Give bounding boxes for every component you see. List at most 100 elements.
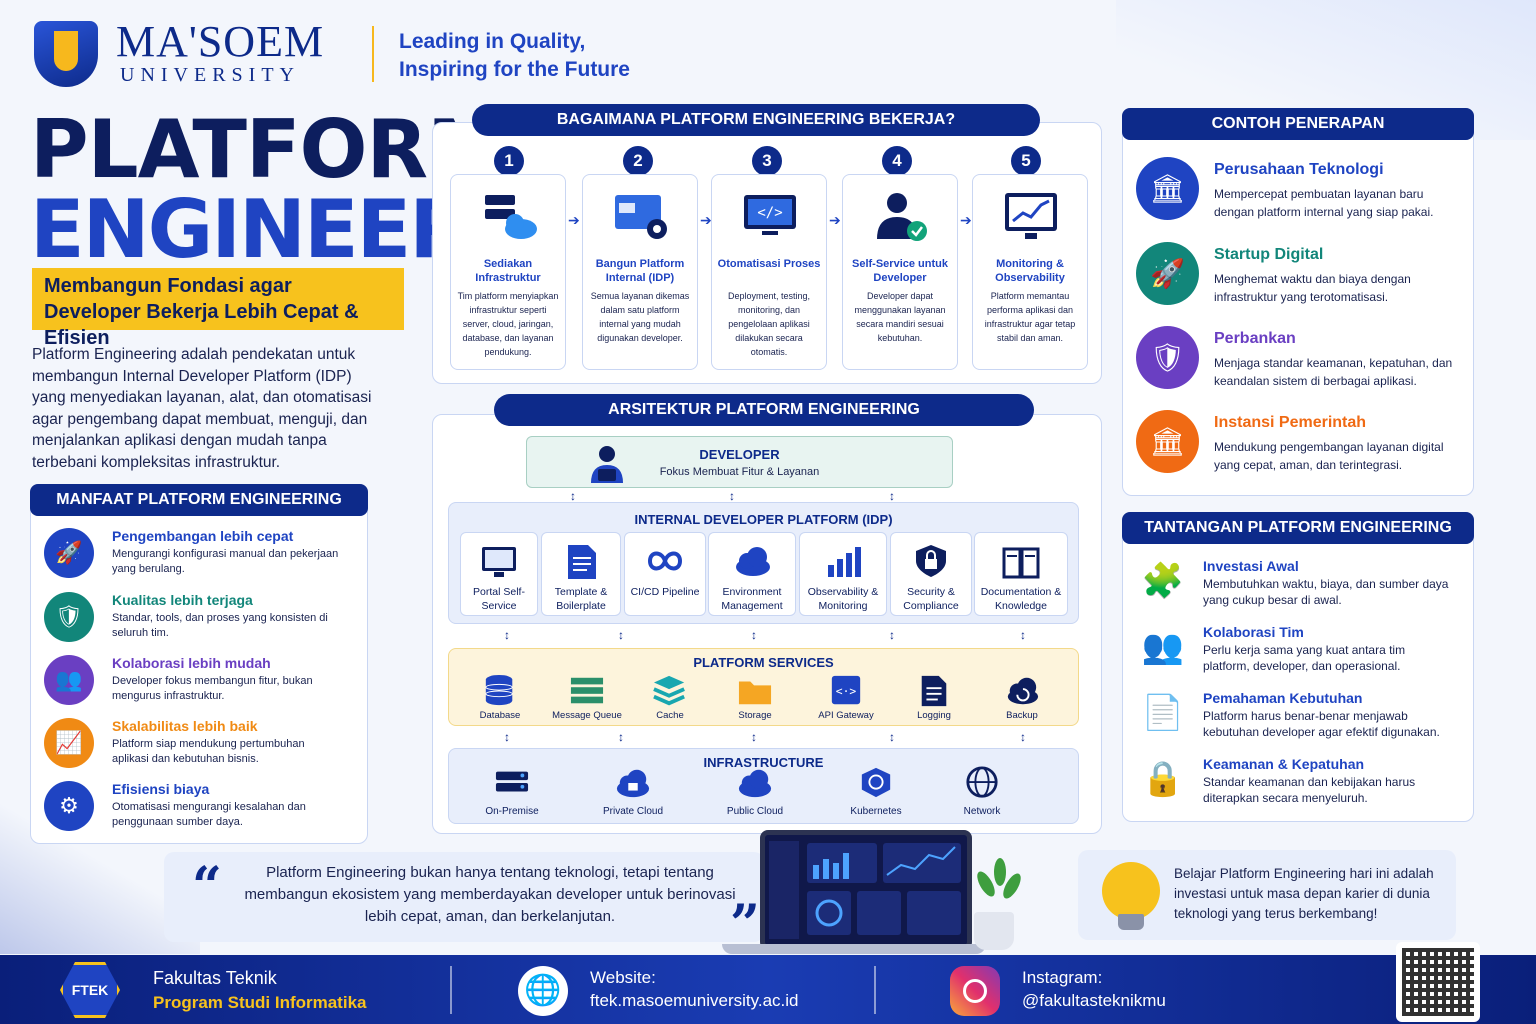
message-queue-icon — [569, 674, 605, 708]
idp-item: Environment Management — [708, 532, 796, 616]
step-desc: Developer dapat menggunakan layanan seca… — [854, 291, 946, 343]
laptop-base — [722, 944, 986, 954]
log-file-icon — [916, 674, 952, 708]
arrow-right-icon: ➔ — [700, 212, 712, 228]
infrastructure-title: INFRASTRUCTURE — [703, 755, 824, 770]
infrastructure-label: Network — [963, 806, 1001, 817]
service-item: Message Queue — [547, 674, 627, 721]
vertical-arrow-icon: ↕ — [570, 489, 576, 503]
step-1-icon — [481, 189, 537, 245]
plant-pot — [974, 912, 1014, 950]
examples-heading: CONTOH PENERAPAN — [1122, 108, 1474, 140]
arrow-right-icon: ➔ — [829, 212, 841, 228]
developer-icon — [591, 446, 623, 483]
challenge-title: Kolaborasi Tim — [1203, 624, 1304, 640]
challenge-desc: Membutuhkan waktu, biaya, dan sumber day… — [1203, 577, 1449, 607]
qr-code[interactable] — [1396, 942, 1480, 1022]
lock-icon — [912, 543, 950, 579]
layers-icon — [652, 674, 688, 708]
example-desc: Menjaga standar keamanan, kepatuhan, dan… — [1214, 356, 1453, 388]
database-icon — [482, 674, 518, 708]
university-sub: UNIVERSITY — [120, 64, 300, 86]
government-building-icon: 🏛 — [1136, 410, 1199, 473]
instagram-label: Instagram: — [1022, 968, 1103, 987]
dashboard-illustration — [769, 841, 961, 939]
step-3-icon: </> — [742, 189, 798, 245]
portal-icon — [480, 543, 518, 579]
gear-icon: ⚙ — [44, 781, 94, 831]
tagline-line-1: Leading in Quality, — [399, 30, 586, 53]
infrastructure-item: Private Cloud — [585, 766, 681, 817]
website-link[interactable]: ftek.masoemuniversity.ac.id — [590, 991, 799, 1010]
step-number: 4 — [882, 146, 912, 176]
step-desc: Tim platform menyiapkan infrastruktur se… — [457, 291, 559, 357]
infrastructure-label: Private Cloud — [602, 806, 664, 817]
website-label: Website: — [590, 968, 656, 987]
puzzle-icon: 🧩 — [1141, 562, 1185, 600]
example-desc: Menghemat waktu dan biaya dengan infrast… — [1214, 272, 1411, 304]
developer-box: DEVELOPER Fokus Membuat Fitur & Layanan — [526, 436, 953, 488]
api-gateway-icon: <·> — [828, 674, 864, 708]
footer-divider — [450, 966, 452, 1014]
university-logo-mark — [34, 20, 98, 87]
step-title: Sediakan Infrastruktur — [475, 258, 541, 284]
instagram-icon — [950, 966, 1000, 1016]
template-icon — [562, 543, 600, 579]
rocket-icon: 🚀 — [1136, 242, 1199, 305]
arrow-right-icon: ➔ — [568, 212, 580, 228]
bank-icon: 🏛 — [1136, 157, 1199, 220]
infrastructure-label: On-Premise — [485, 806, 539, 817]
how-heading: BAGAIMANA PLATFORM ENGINEERING BEKERJA? — [472, 104, 1040, 136]
challenge-desc: Standar keamanan dan kebijakan harus dit… — [1203, 775, 1416, 805]
benefit-title: Pengembangan lebih cepat — [112, 528, 294, 544]
challenge-desc: Perlu kerja sama yang kuat antara tim pl… — [1203, 643, 1406, 673]
vertical-arrow-icon: ↕ — [504, 730, 510, 744]
vertical-arrow-icon: ↕ — [751, 628, 757, 642]
step-number: 5 — [1011, 146, 1041, 176]
instagram-handle[interactable]: @fakultasteknikmu — [1022, 991, 1166, 1010]
challenges-heading: TANTANGAN PLATFORM ENGINEERING — [1122, 512, 1474, 544]
idp-item-label: CI/CD Pipeline — [630, 586, 700, 598]
benefit-desc: Developer fokus membangun fitur, bukan m… — [112, 675, 313, 702]
vertical-arrow-icon: ↕ — [504, 628, 510, 642]
tagline: Leading in Quality, Inspiring for the Fu… — [399, 28, 639, 84]
infrastructure-item: Network — [934, 766, 1030, 817]
arrow-right-icon: ➔ — [960, 212, 972, 228]
benefit-desc: Mengurangi konfigurasi manual dan pekerj… — [112, 548, 339, 575]
padlock-icon: 🔒 — [1141, 760, 1185, 798]
infinity-icon — [646, 543, 684, 579]
step-number: 2 — [623, 146, 653, 176]
kubernetes-icon — [858, 766, 894, 800]
program-name: Program Studi Informatika — [153, 993, 367, 1012]
example-title: Startup Digital — [1214, 246, 1324, 263]
infrastructure-label: Kubernetes — [850, 806, 902, 817]
growth-chart-icon: 📈 — [44, 718, 94, 768]
service-label: Logging — [917, 710, 951, 721]
hero-title-line-1: PLATFORM — [30, 103, 507, 196]
challenge-title: Investasi Awal — [1203, 558, 1299, 574]
developer-desc: Fokus Membuat Fitur & Layanan — [659, 466, 820, 478]
server-icon — [494, 766, 530, 800]
idp-item: CI/CD Pipeline — [624, 532, 706, 616]
book-icon — [1002, 543, 1040, 579]
step-number: 3 — [752, 146, 782, 176]
infrastructure-item: Kubernetes — [828, 766, 924, 817]
service-label: Storage — [738, 710, 772, 721]
quote-text: Platform Engineering bukan hanya tentang… — [244, 864, 736, 925]
benefit-title: Kualitas lebih terjaga — [112, 592, 253, 608]
service-item: Database — [460, 674, 540, 721]
public-cloud-icon — [737, 766, 773, 800]
example-title: Instansi Pemerintah — [1214, 414, 1367, 431]
footer-divider — [874, 966, 876, 1014]
step-2-icon — [613, 189, 669, 245]
svg-text:</>: </> — [757, 205, 782, 221]
header-divider — [372, 26, 374, 82]
